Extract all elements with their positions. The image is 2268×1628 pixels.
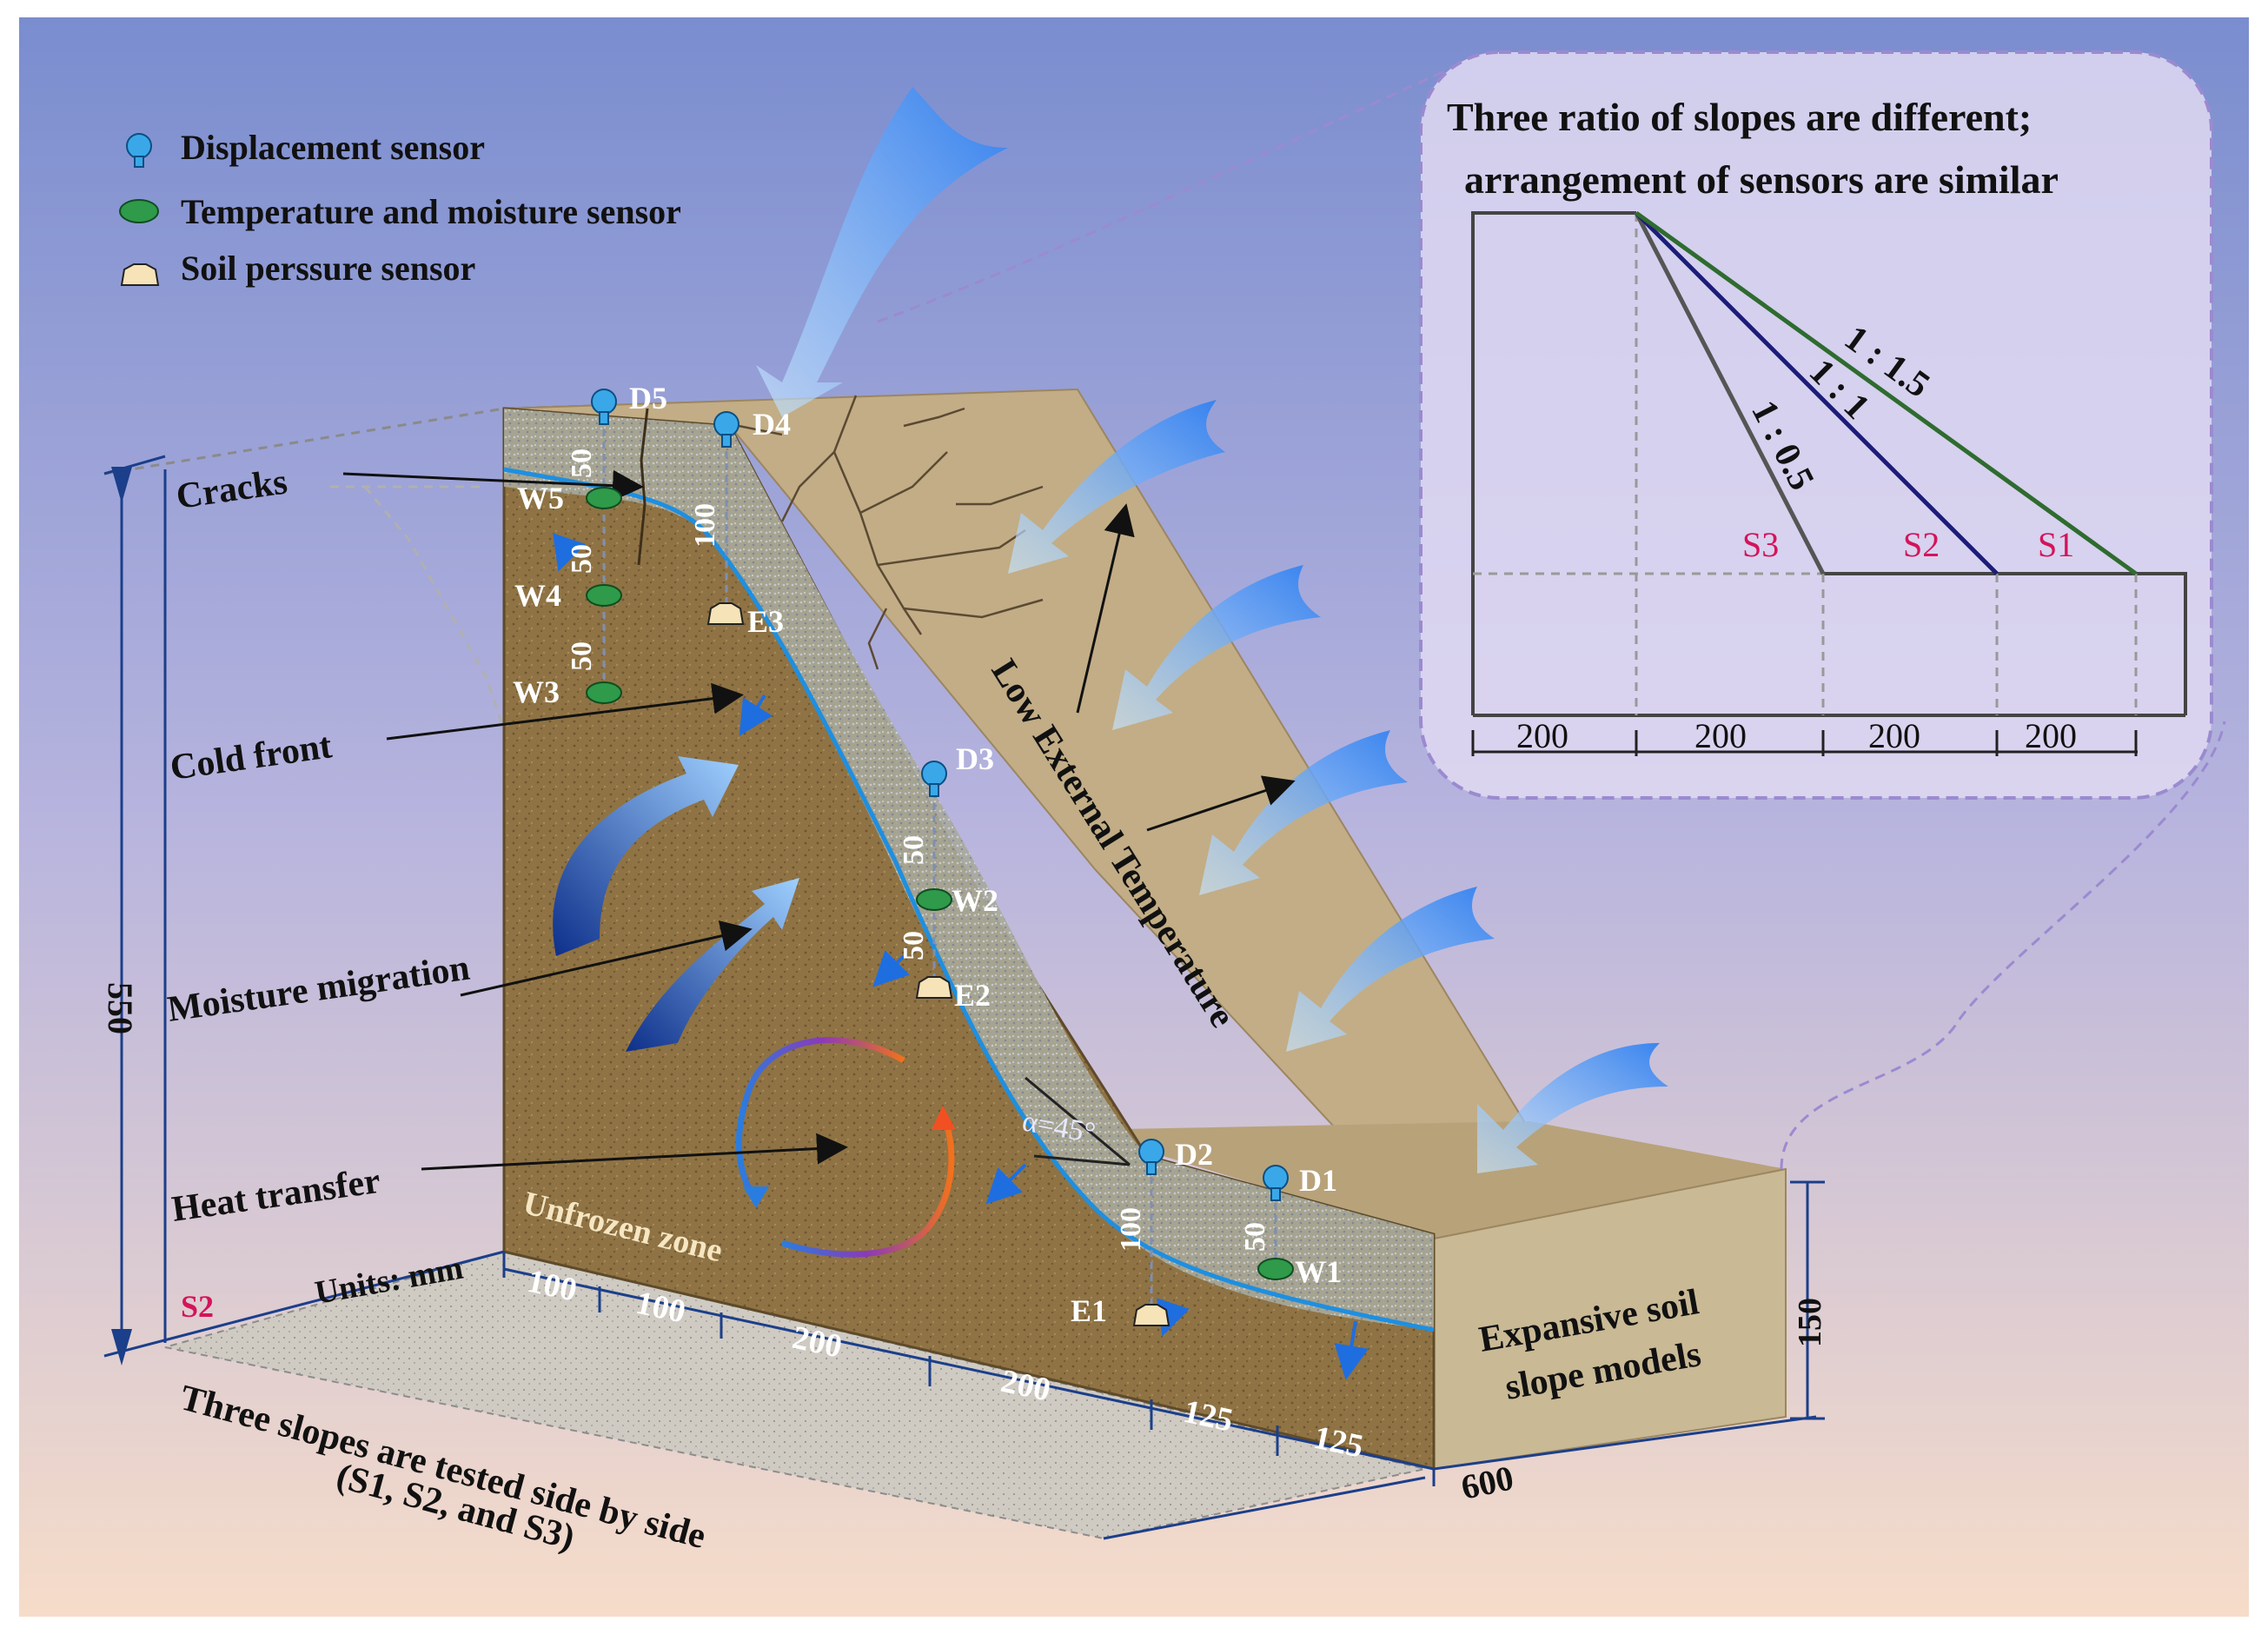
label-w1: W1 [1295,1254,1342,1289]
toe-top [1078,1121,1786,1239]
sensor-lines [602,417,1277,1304]
sensor-w2 [916,888,952,911]
inset-dim-3: 200 [1868,716,1920,755]
sensor-e1 [1132,1304,1170,1326]
label-w3: W3 [513,674,560,709]
frozen-band [504,409,1434,1330]
inset-title-2: arrangement of sensors are similar [1464,157,2059,202]
label-section: S2 [181,1289,214,1324]
legend: Displacement sensor Temperature and mois… [119,128,681,288]
base-ticks [598,1286,1279,1456]
label-e1: E1 [1071,1293,1107,1328]
spacing-d4-e3: 100 [689,503,721,548]
temp-moisture-sensors [586,487,1294,1280]
label-d5: D5 [629,381,667,415]
inset-dim-4: 200 [2025,716,2077,755]
spacing-w5-w4: 50 [566,544,598,574]
slope-s3 [1634,211,1826,575]
label-d4: D4 [753,407,791,442]
cold-front-line [503,467,1435,1332]
label-d2: D2 [1175,1137,1213,1172]
label-w5: W5 [517,481,564,515]
sensor-w5 [586,487,622,509]
inset-panel: Three ratio of slopes are different; arr… [1419,50,2213,800]
spacing-d5-w5: 50 [566,449,598,478]
heat-transfer-arrows [735,1037,955,1258]
floor-plate [164,1250,1426,1540]
slope-s2 [1635,211,1999,575]
inset-dim-2: 200 [1694,716,1747,755]
legend-displacement-icon [126,133,152,168]
moisture-migration-arrows [553,756,799,1052]
sensor-d3 [921,761,947,797]
inset-dim-1: 200 [1516,716,1568,755]
spacing-d1-w1: 50 [1239,1222,1271,1252]
sensor-labels: D5 D4 D3 D2 D1 W5 W4 W3 W2 W1 E3 E2 E1 [513,381,1342,1328]
spacing-labels: 50 50 50 100 50 50 100 50 [566,449,1271,1252]
legend-soil-pressure: Soil perssure sensor [181,249,475,288]
dim-toe-height: 150 [1792,1298,1828,1347]
cold-air-arrows [756,87,1668,1173]
inset-s1: S1 [2038,525,2074,564]
inset-s2: S2 [1903,525,1940,564]
spacing-d2-e1: 100 [1115,1207,1147,1252]
sensor-e3 [706,602,745,625]
dimension-lines [103,455,1825,1540]
inset-title-1: Three ratio of slopes are different; [1447,95,2032,139]
sensor-e2 [915,976,953,999]
sensor-w3 [586,681,622,704]
base-dimensions: 100 100 200 200 125 125 [524,1263,1366,1465]
legend-displacement: Displacement sensor [181,128,485,167]
legend-temp-moisture: Temperature and moisture sensor [181,192,681,231]
soil-pressure-sensors [706,602,1170,1326]
sensor-d1 [1263,1165,1289,1201]
sensor-d2 [1138,1139,1164,1175]
slope-s1 [1635,210,2138,576]
label-e3: E3 [747,604,784,639]
sensor-d4 [713,411,739,448]
sensor-w4 [586,584,622,607]
legend-temp-icon [119,199,159,223]
dim-height: 550 [101,982,140,1034]
label-w2: W2 [952,883,998,918]
label-w4: W4 [514,578,561,613]
spacing-d3-w2: 50 [898,835,930,865]
sensor-d5 [591,389,617,425]
spacing-w4-w3: 50 [566,641,598,671]
pointer-arrows [342,469,1296,1171]
flow-arrows [553,533,1369,1380]
displacement-sensors [591,389,1289,1201]
sensor-w1 [1257,1258,1294,1280]
label-d3: D3 [956,741,994,776]
label-d1: D1 [1299,1163,1337,1198]
spacing-w2-e2: 50 [898,931,930,960]
label-e2: E2 [954,978,991,1013]
inset-s3: S3 [1742,525,1779,564]
inset-connector [877,55,1478,323]
legend-pressure-icon [120,263,160,286]
